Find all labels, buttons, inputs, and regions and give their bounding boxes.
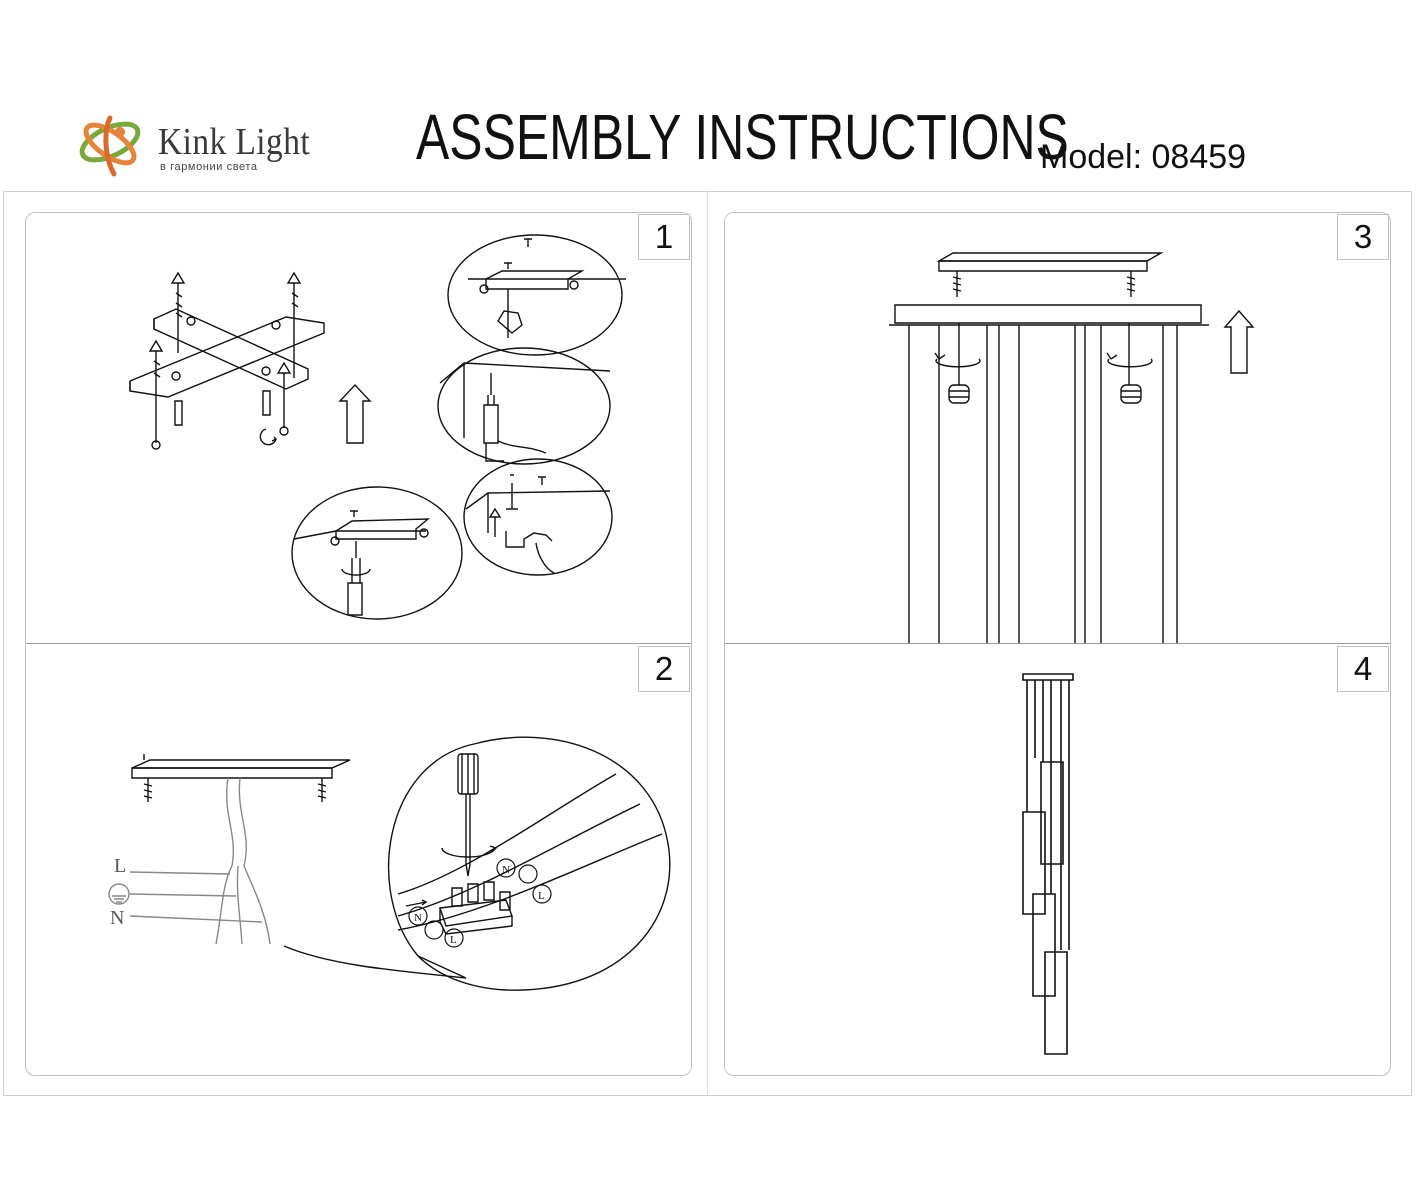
pendant-2 <box>1023 812 1045 914</box>
step-1-illustration <box>26 213 691 643</box>
terminal-detail <box>389 737 670 990</box>
step-3-illustration <box>725 213 1390 643</box>
right-panel-separator <box>725 643 1390 644</box>
step-2-number: 2 <box>638 646 690 692</box>
detail-anchor <box>464 459 612 575</box>
up-arrow-icon <box>1225 311 1253 373</box>
tag-n-upper: N <box>502 864 510 876</box>
tag-l-lower: L <box>450 934 457 946</box>
logo-mark-icon <box>79 115 141 177</box>
label-neutral: N <box>110 907 124 929</box>
detail-drill <box>438 348 610 464</box>
ground-icon <box>109 884 129 904</box>
anchor-screws <box>150 273 300 449</box>
cross-bracket <box>130 309 324 397</box>
pendant-4 <box>1045 952 1067 1054</box>
step-4-number: 4 <box>1337 646 1389 692</box>
step-1-number: 1 <box>638 214 690 260</box>
left-panel <box>25 212 692 1076</box>
right-panel <box>724 212 1391 1076</box>
brand-name: Kink Light <box>158 121 311 163</box>
step-4-illustration <box>725 644 1390 1074</box>
brand-tagline: в гармонии света <box>160 161 258 173</box>
canopy <box>1023 674 1073 680</box>
label-live: L <box>114 855 126 877</box>
canopy-plate <box>132 754 350 802</box>
detail-screwdriver <box>292 487 462 619</box>
brand-logo: Kink Light в гармонии света <box>74 110 334 180</box>
step-2-illustration: L N N L N L <box>26 644 691 1074</box>
wire-bundle <box>216 778 270 944</box>
step-3-number: 3 <box>1337 214 1389 260</box>
detail-mount-screw <box>448 235 622 355</box>
model-number: Model: 08459 <box>1040 138 1247 176</box>
pendant-3 <box>1033 894 1055 996</box>
tag-l-upper: L <box>538 890 545 902</box>
pendant-1 <box>1041 762 1063 864</box>
page-header: Kink Light в гармонии света ASSEMBLY INS… <box>0 0 1417 190</box>
column-divider <box>707 191 708 1096</box>
page-title: ASSEMBLY INSTRUCTIONS <box>416 101 1069 173</box>
left-panel-separator <box>26 643 691 644</box>
tag-n-lower: N <box>414 912 422 924</box>
up-arrow-icon <box>340 385 370 443</box>
